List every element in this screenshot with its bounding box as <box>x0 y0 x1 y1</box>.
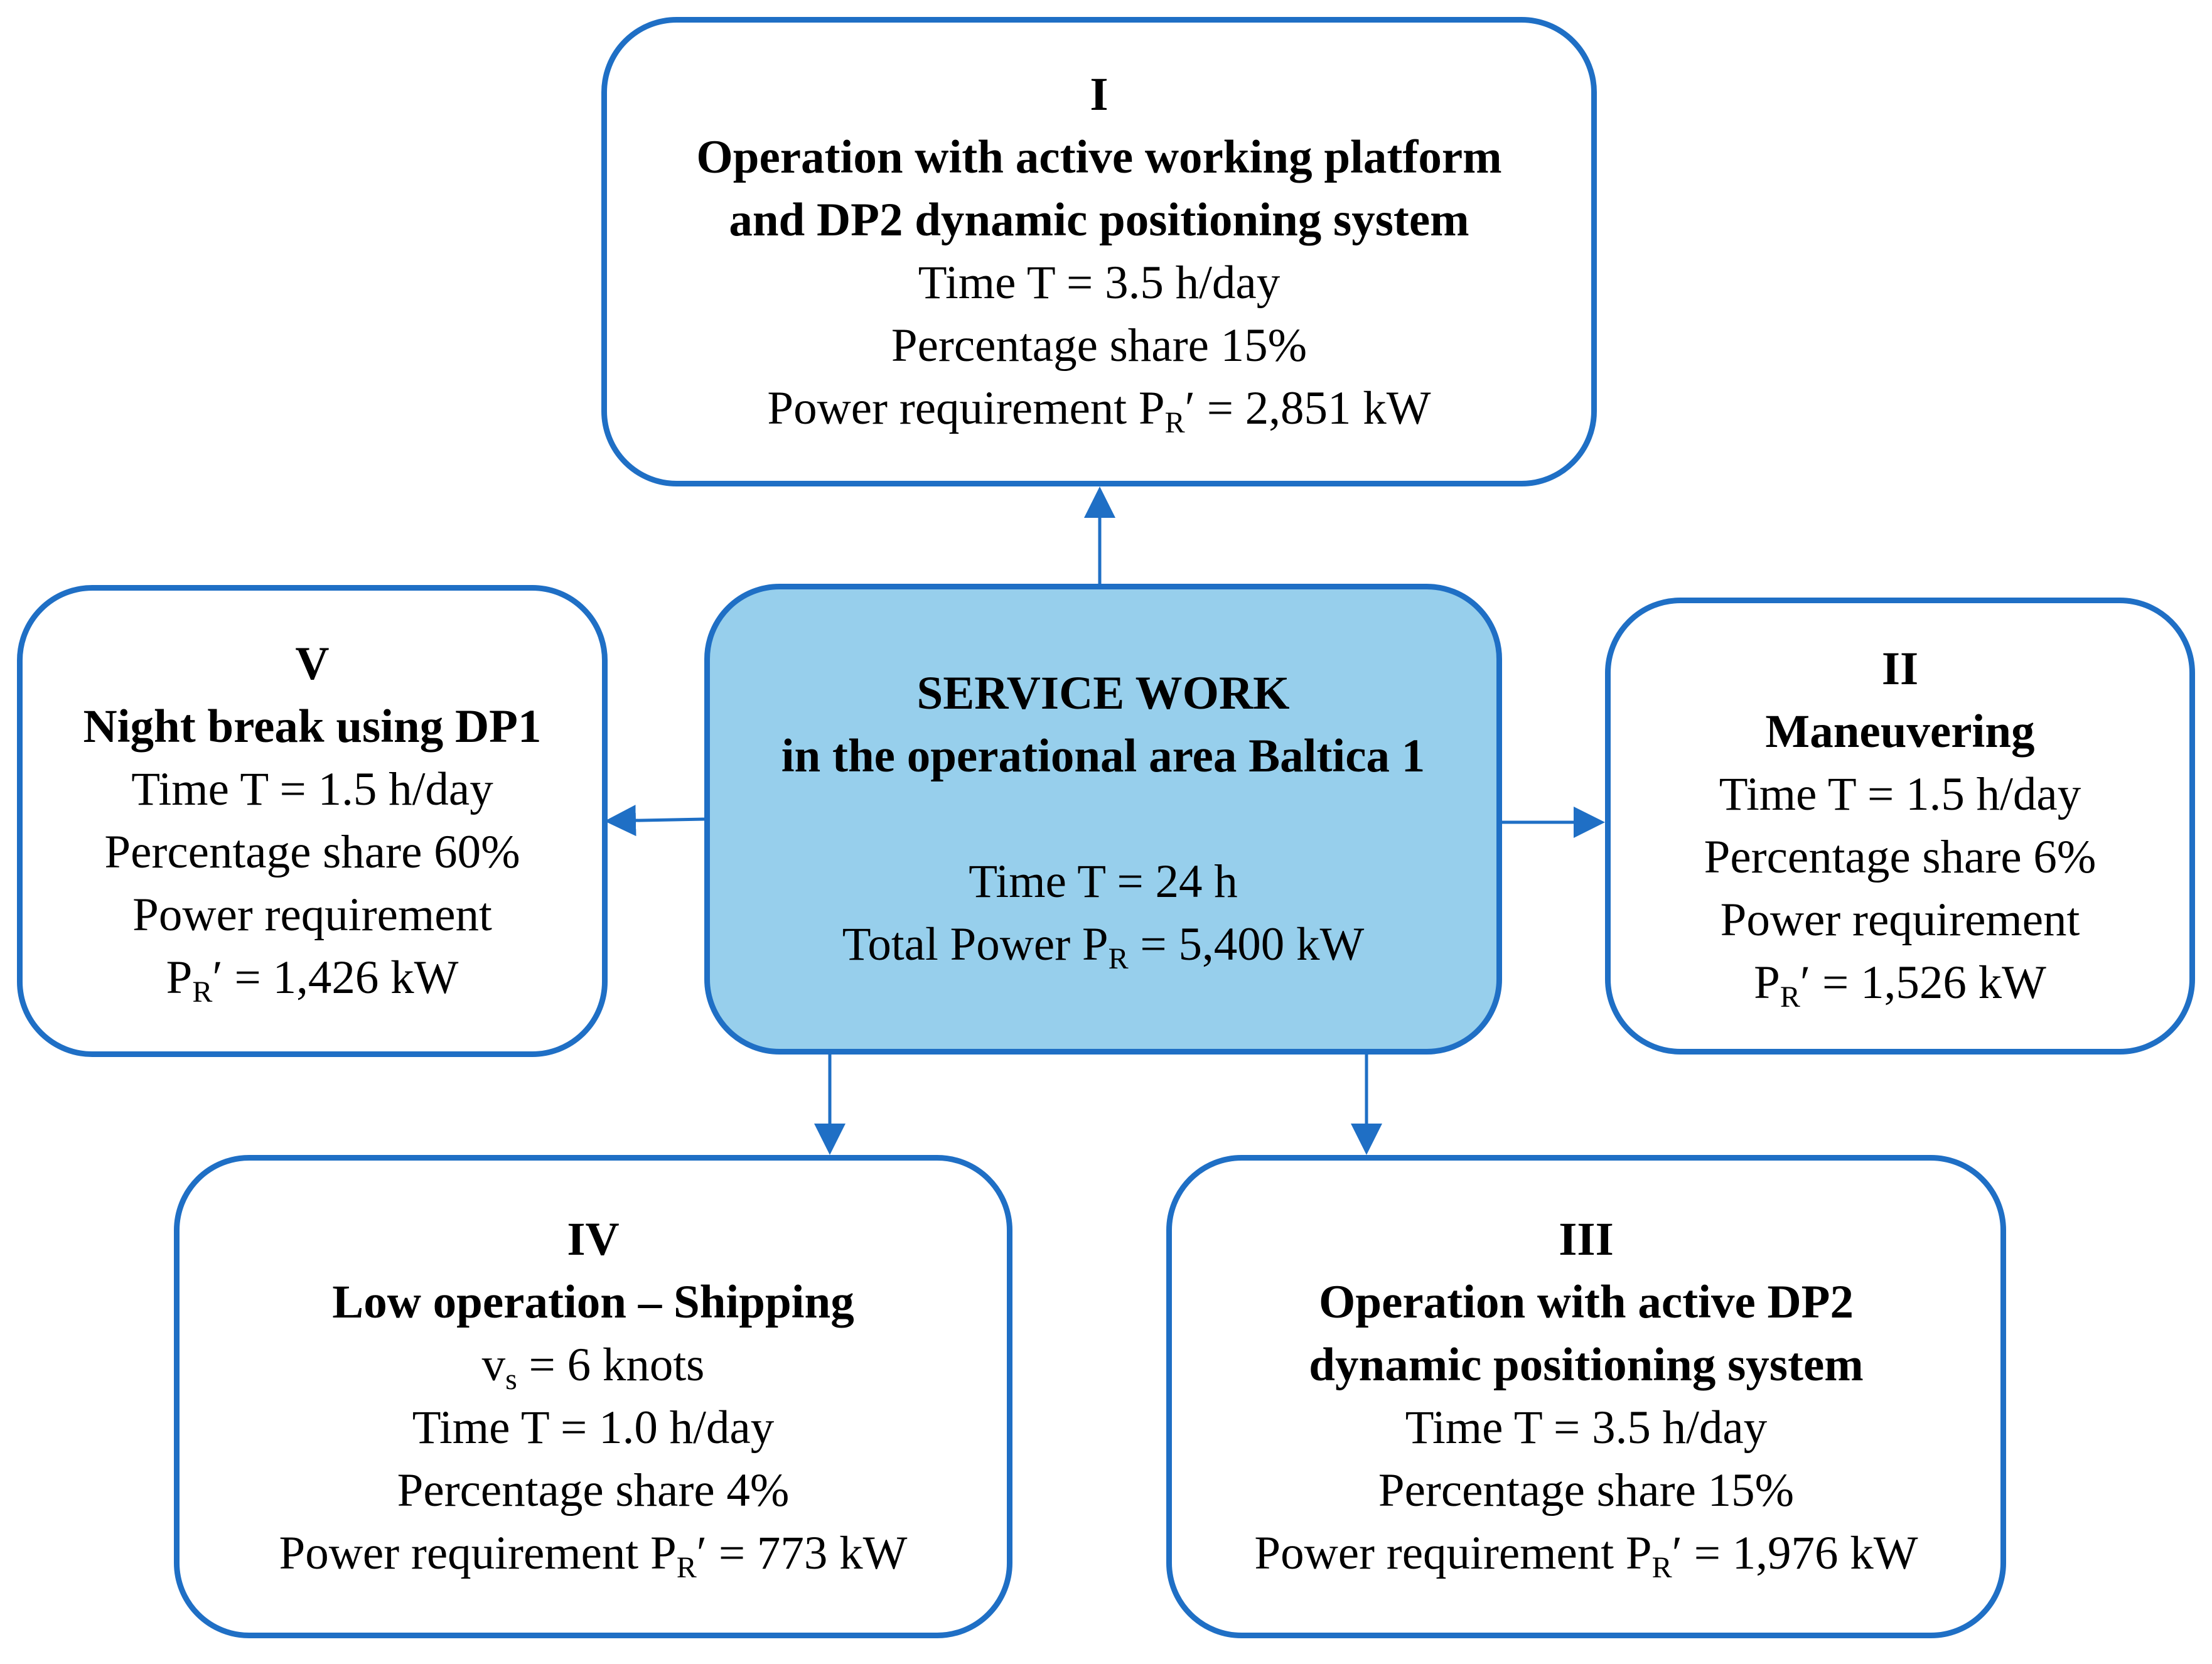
box-V-share: Percentage share 60% <box>104 826 520 878</box>
box-I-power: Power requirement PR′ = 2,851 kW <box>767 382 1431 439</box>
box-V-time: Time T = 1.5 h/day <box>131 763 493 815</box>
box-V-title: Night break using DP1 <box>83 700 542 753</box>
center-box-service-work: SERVICE WORK in the operational area Bal… <box>704 584 1502 1055</box>
box-I-numeral: I <box>1090 68 1109 121</box>
box-IV-time: Time T = 1.0 h/day <box>412 1402 775 1454</box>
box-III-numeral: III <box>1559 1213 1614 1265</box>
box-III-operation-dp2: III Operation with active DP2 dynamic po… <box>1166 1155 2006 1638</box>
box-IV-numeral: IV <box>567 1213 620 1265</box>
box-V-power-label: Power requirement <box>132 889 492 941</box>
box-III-title-line2: dynamic positioning system <box>1309 1339 1864 1391</box>
center-title: SERVICE WORK <box>916 667 1290 719</box>
box-I-time: Time T = 3.5 h/day <box>918 257 1280 309</box>
box-II-maneuvering: II Maneuvering Time T = 1.5 h/day Percen… <box>1605 598 2195 1055</box>
center-time: Time T = 24 h <box>969 856 1238 908</box>
box-II-share: Percentage share 6% <box>1704 831 2097 883</box>
box-II-time: Time T = 1.5 h/day <box>1719 768 2081 820</box>
box-I-operation-working-platform: I Operation with active working platform… <box>601 17 1597 486</box>
box-II-numeral: II <box>1881 643 1919 695</box>
box-I-title-line1: Operation with active working platform <box>696 131 1502 183</box>
box-IV-share: Percentage share 4% <box>397 1464 790 1516</box>
box-II-power-value: PR′ = 1,526 kW <box>1754 957 2046 1014</box>
box-IV-speed: vs = 6 knots <box>481 1339 705 1396</box>
box-IV-power: Power requirement PR′ = 773 kW <box>279 1527 908 1584</box>
box-I-share: Percentage share 15% <box>891 319 1307 372</box>
box-V-numeral: V <box>295 638 330 690</box>
box-III-time: Time T = 3.5 h/day <box>1405 1402 1768 1454</box>
box-III-title-line1: Operation with active DP2 <box>1319 1276 1854 1328</box>
box-I-title-line2: and DP2 dynamic positioning system <box>729 194 1469 246</box>
box-V-night-break: V Night break using DP1 Time T = 1.5 h/d… <box>17 585 608 1057</box>
box-III-share: Percentage share 15% <box>1378 1464 1795 1516</box>
box-IV-title: Low operation – Shipping <box>332 1276 854 1328</box>
box-II-title: Maneuvering <box>1765 706 2035 758</box>
center-power: Total Power PR = 5,400 kW <box>842 918 1365 975</box>
box-II-power-label: Power requirement <box>1720 894 2080 946</box>
box-V-power-value: PR′ = 1,426 kW <box>166 952 459 1009</box>
center-subtitle: in the operational area Baltica 1 <box>781 730 1425 782</box>
box-III-power: Power requirement PR′ = 1,976 kW <box>1254 1527 1918 1584</box>
arrow-to-box-V <box>604 805 705 837</box>
box-IV-low-operation-shipping: IV Low operation – Shipping vs = 6 knots… <box>174 1155 1012 1638</box>
